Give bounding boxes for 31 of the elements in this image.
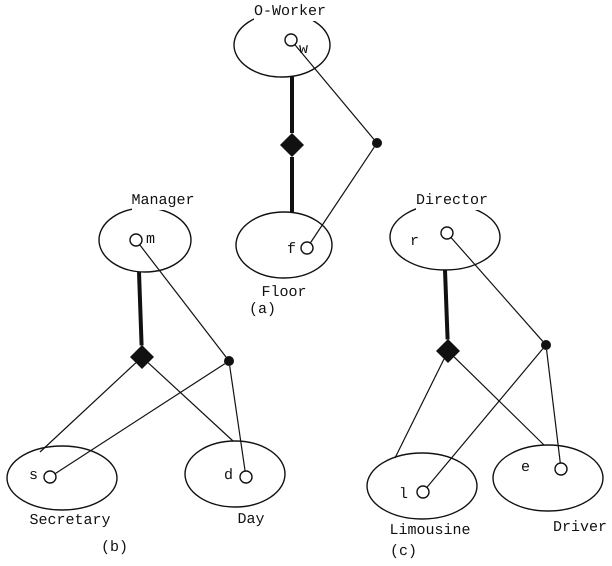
entity-name: O-Worker (254, 3, 326, 21)
point-letter: r (410, 233, 420, 251)
connector-line (139, 244, 226, 358)
connector-line (546, 350, 561, 464)
connector-line (148, 362, 234, 442)
point-letter: f (287, 241, 296, 259)
panel-label: (a) (249, 301, 276, 319)
entity-name: Secretary (30, 512, 111, 530)
connector-line (450, 237, 544, 342)
connector-line (137, 272, 144, 346)
connector-line (54, 363, 226, 474)
connector-line (426, 348, 544, 488)
connector-line (443, 270, 450, 340)
point-letter: s (29, 467, 38, 485)
connector-line (229, 366, 246, 472)
entity-name: Manager (132, 192, 195, 210)
panel-label: (c) (390, 543, 418, 561)
point-letter: l (399, 486, 408, 504)
connector-line (294, 44, 374, 140)
connector-line (290, 157, 294, 212)
point-letter: e (521, 459, 530, 477)
connector-line (310, 146, 375, 244)
connector-line (394, 358, 445, 458)
connector-line (40, 362, 136, 452)
connector-line (290, 76, 294, 133)
point-letter: m (146, 231, 156, 249)
panel-label: (b) (101, 539, 128, 557)
entity-name: Day (238, 511, 265, 529)
connector-line (454, 356, 544, 446)
point-letter: d (224, 467, 234, 485)
entity-name: Director (416, 192, 488, 210)
